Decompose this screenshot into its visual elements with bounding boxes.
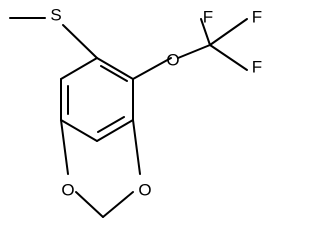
bond-cf3-f-bottom (209, 44, 248, 71)
atom-fluorine-bottom: F (252, 58, 262, 77)
atom-oxygen-ring-right: O (138, 181, 151, 200)
bond-ring-top-right (96, 57, 134, 80)
bond-ring-o-left (60, 119, 69, 175)
bond-ring-o-right (132, 119, 141, 175)
atom-oxygen-ring-left: O (61, 181, 74, 200)
bond-ring-bottom-right (96, 119, 134, 142)
bond-s-methylene (62, 24, 98, 59)
bond-ring-oxygen (132, 57, 172, 80)
bond-o-right-ch2 (102, 191, 134, 218)
molecule-diagram: S O F F F O O (9, 6, 262, 218)
bond-ring-inner-top (100, 65, 128, 82)
bond-oxygen-cf3 (177, 44, 211, 59)
bond-ring-inner-bottom (97, 116, 125, 133)
bond-ring-top-left (60, 57, 98, 80)
bond-o-left-ch2 (75, 191, 104, 218)
atom-fluorine-left: F (203, 8, 213, 27)
bond-ring-bottom-left (60, 119, 98, 142)
atom-sulfur: S (50, 6, 61, 25)
atom-oxygen-ether: O (166, 51, 179, 70)
bond-cf3-f-left (200, 18, 211, 46)
atom-fluorine-right: F (252, 8, 262, 27)
atom-layer: S O F F F O O (50, 6, 262, 200)
bond-cf3-f-right (209, 18, 248, 46)
bond-layer (9, 17, 248, 218)
